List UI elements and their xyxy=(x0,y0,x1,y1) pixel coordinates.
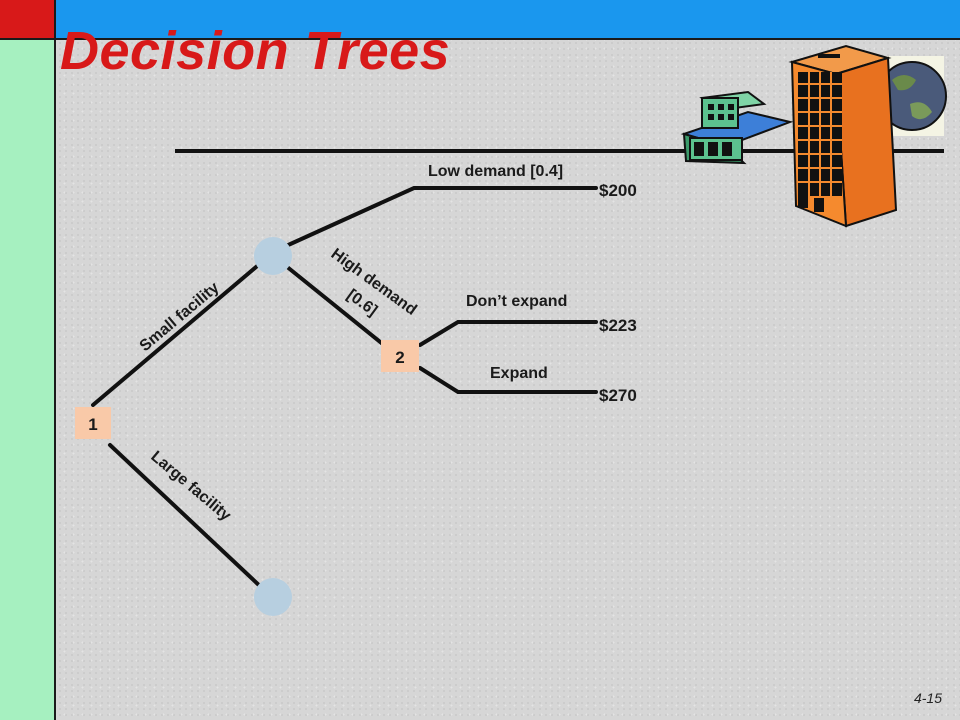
page-number: 4-15 xyxy=(913,690,942,706)
low-demand-label: Low demand [0.4] xyxy=(428,163,563,180)
top-left-red-block xyxy=(0,0,56,40)
chance-node-large xyxy=(254,578,292,616)
branch-large-facility xyxy=(108,443,264,590)
branch-expand xyxy=(418,366,598,394)
expand-label: Expand xyxy=(490,365,548,382)
small-facility-label: Small facility xyxy=(137,279,223,355)
chance-node-small xyxy=(254,237,292,275)
dont-expand-label: Don’t expand xyxy=(466,293,567,310)
payoff-dont-expand: $223 xyxy=(599,316,637,335)
payoff-expand: $270 xyxy=(599,386,637,405)
decision-node-2-label: 2 xyxy=(395,348,404,367)
branch-high-demand xyxy=(284,264,386,347)
small-building-illustration xyxy=(680,90,794,165)
slide-title: Decision Trees xyxy=(60,21,451,81)
tall-building-illustration xyxy=(788,44,898,228)
left-accent-bar xyxy=(0,0,56,720)
payoff-low-demand: $200 xyxy=(599,181,637,200)
branch-low-demand xyxy=(284,186,598,248)
large-facility-label: Large facility xyxy=(147,448,234,525)
branch-dont-expand xyxy=(418,320,598,347)
branch-small-facility xyxy=(91,260,264,407)
globe-illustration xyxy=(877,56,947,136)
decision-node-1 xyxy=(75,407,111,439)
decision-node-1-label: 1 xyxy=(88,415,97,434)
top-blue-bar xyxy=(56,0,960,40)
decision-node-2 xyxy=(381,340,419,372)
